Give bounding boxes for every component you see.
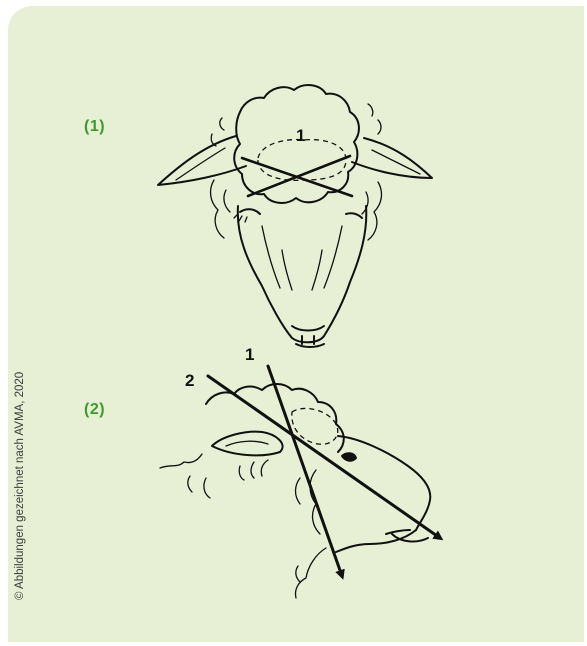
sheep-head-side-drawing [160, 384, 430, 598]
sheep-head-front-drawing [158, 85, 432, 347]
arrow-position-1 [268, 366, 342, 576]
arrow-position-2 [208, 376, 440, 538]
side-point-2-label: 2 [185, 371, 194, 390]
side-point-1-label: 1 [245, 345, 254, 364]
top-point-label: 1 [296, 126, 305, 145]
